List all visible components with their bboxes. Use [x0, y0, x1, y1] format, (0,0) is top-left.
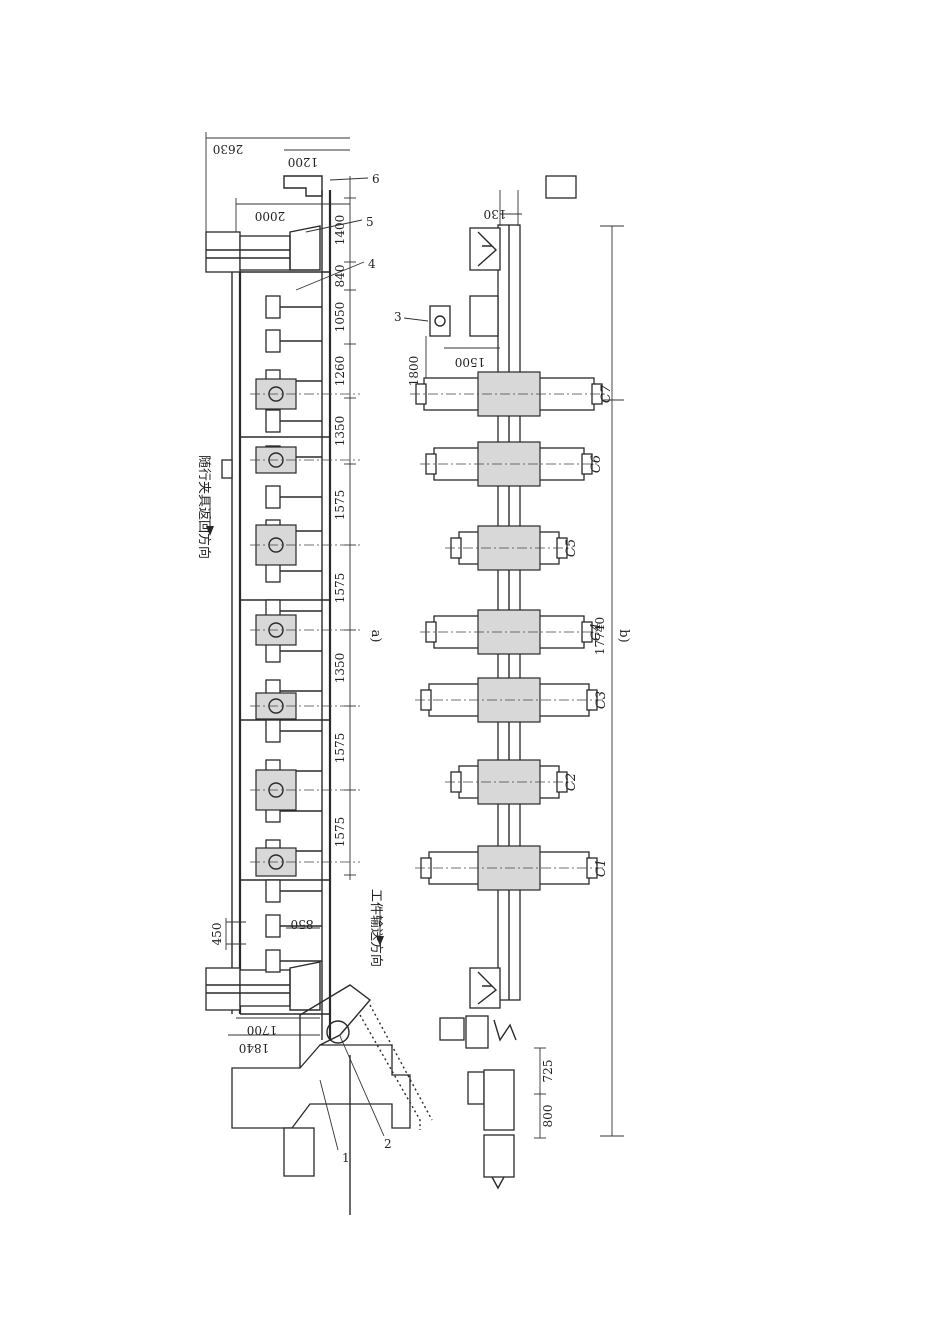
side-view-fixtures [250, 295, 360, 973]
chain-dimensions: 1400 840 1050 1260 1350 1575 1575 1350 1575 1575 [333, 215, 347, 848]
dim-1700: 1700 [247, 1023, 278, 1037]
callout-4: 4 [368, 257, 376, 271]
fixture-block [265, 879, 281, 903]
part-a-label: a) [368, 630, 383, 643]
station-labels: C1 C2 C3 C4 C5 C6 C7 [564, 384, 614, 877]
callout-1: 1 [342, 1151, 350, 1165]
callout-2: 2 [384, 1137, 392, 1151]
fixture-block [265, 295, 281, 319]
station-label-c3: C3 [594, 691, 609, 709]
dim-1800: 1800 [407, 356, 421, 387]
chain-dim-8: 1575 [333, 733, 347, 764]
fixture-block [265, 329, 281, 353]
part-b-label: b) [616, 629, 631, 642]
dim-17740: 17740 [593, 617, 607, 655]
dim-1840: 1840 [239, 1041, 270, 1055]
chain-dim-4: 1350 [333, 416, 347, 447]
fixture-block [265, 719, 281, 743]
fixture-block [265, 949, 281, 973]
dim-800: 800 [541, 1105, 555, 1128]
station-label-c4: C4 [589, 623, 604, 641]
chain-dim-0: 1400 [333, 215, 347, 246]
side-view [205, 132, 433, 1215]
chain-dim-5: 1575 [333, 490, 347, 521]
dim-1500: 1500 [455, 355, 486, 369]
chain-dim-7: 1350 [333, 653, 347, 684]
dim-1200: 1200 [288, 155, 319, 169]
callout-3: 3 [394, 310, 402, 324]
station-label-c1: C1 [594, 859, 609, 877]
dim-725: 725 [541, 1060, 555, 1083]
chain-dim-9: 1575 [333, 817, 347, 848]
fixture-block [265, 914, 281, 938]
plan-view-stations [410, 371, 608, 891]
dim-130: 130 [484, 207, 507, 221]
station-label-c7: C7 [599, 384, 614, 403]
chain-dim-3: 1260 [333, 356, 347, 387]
station-label-c6: C6 [589, 455, 604, 473]
station-label-c2: C2 [564, 773, 579, 791]
dim-450: 450 [210, 923, 224, 946]
feed-direction-label: 工件输送方向 [368, 889, 384, 967]
callout-5: 5 [366, 215, 374, 229]
fixture-block [265, 409, 281, 433]
chain-dim-6: 1575 [333, 573, 347, 604]
dim-2630: 2630 [213, 142, 244, 156]
station-label-c5: C5 [564, 539, 579, 557]
return-direction-label: 随行夹具返回方向 [196, 455, 212, 559]
chain-dim-1: 840 [333, 265, 347, 288]
chain-dim-2: 1050 [333, 302, 347, 333]
dim-850: 850 [291, 917, 314, 931]
dim-2000: 2000 [255, 209, 286, 223]
callout-6: 6 [372, 172, 380, 186]
fixture-block [265, 485, 281, 509]
